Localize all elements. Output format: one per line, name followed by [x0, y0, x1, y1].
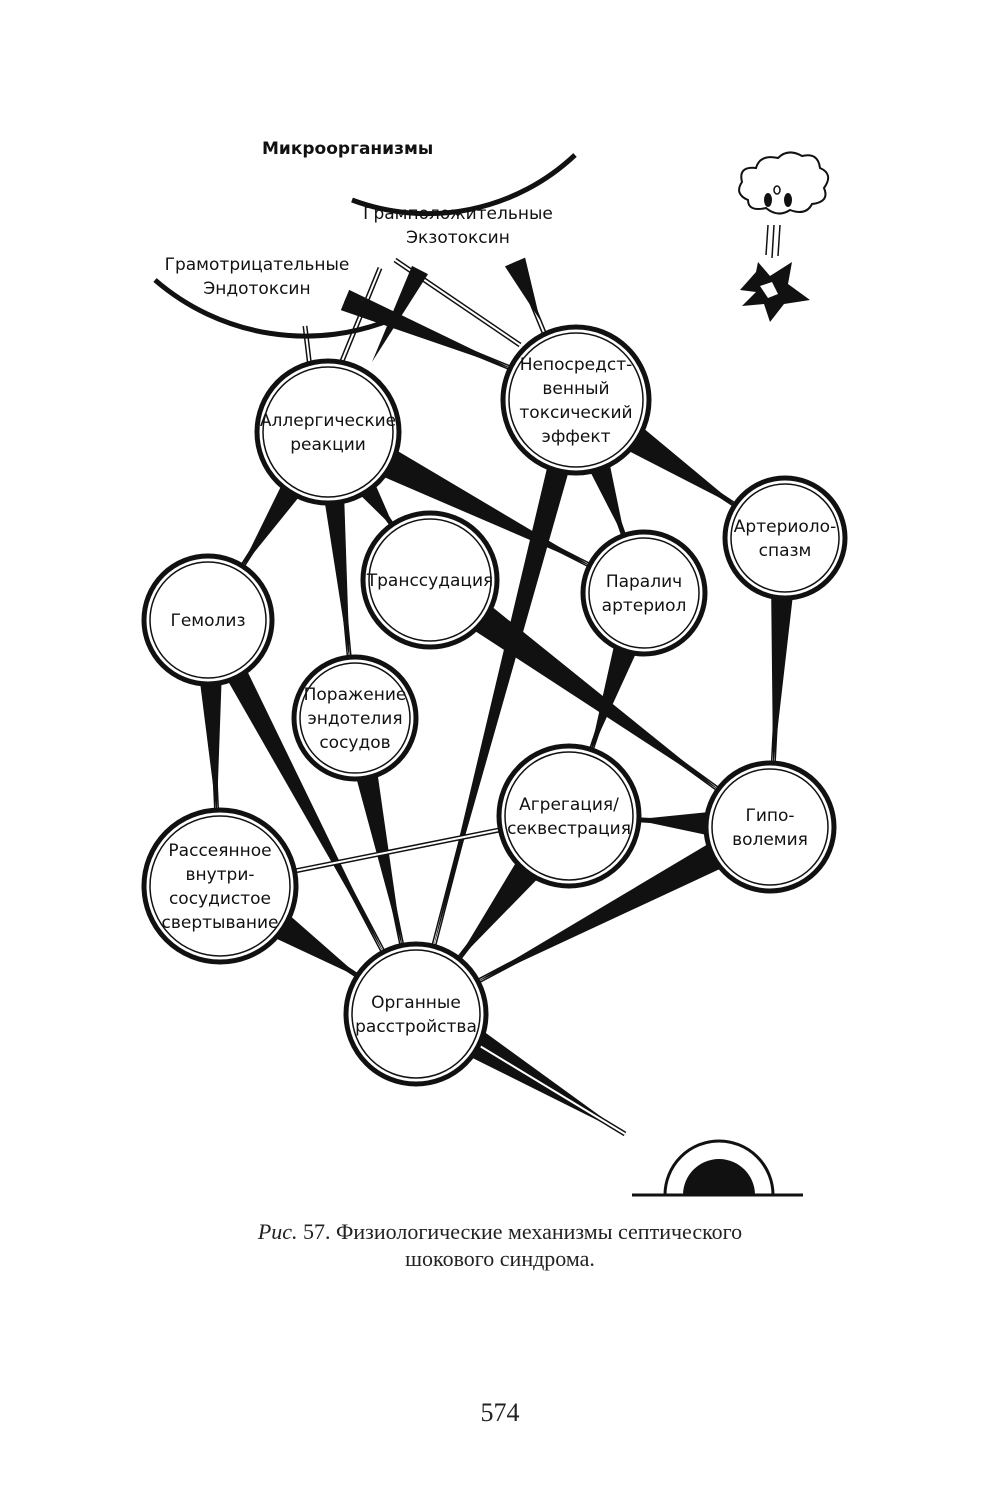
node-transudation-line-1: Транссудация [366, 571, 493, 591]
gram-positive-label: Грамположительные Экзотоксин [363, 204, 553, 248]
node-hemolysis-line-1: Гемолиз [170, 611, 245, 631]
page-number: 574 [0, 1398, 1000, 1428]
caption-line-1: 57. Физиологические механизмы септическо… [298, 1219, 743, 1244]
node-direct-toxic-line-2: венный [542, 379, 609, 399]
node-organ-disorders: Органные расстройства [346, 944, 486, 1084]
gram-negative-label: Грамотрицательные Эндотоксин [165, 255, 350, 299]
gram-positive-line: Грамположительные [363, 204, 553, 224]
node-hemolysis: Гемолиз [144, 556, 272, 684]
node-hypovolemia-line-2: волемия [732, 830, 808, 850]
node-arteriole-paralysis: Паралич артериол [583, 532, 705, 654]
septic-shock-diagram: Аллергические реакции Непосредст-венный ток… [0, 0, 1000, 1200]
node-hypovolemia-line-1: Гипо- [745, 806, 794, 826]
node-organ-disorders-line-2: расстройства [355, 1017, 477, 1037]
link-organ-to-outcome-core [470, 1040, 625, 1134]
exotoxin-line: Экзотоксин [406, 228, 510, 248]
node-hypovolemia: Гипо-волемия [706, 763, 834, 891]
gram-negative-line: Грамотрицательные [165, 255, 350, 275]
node-direct-toxic-line-1: Непосредст- [520, 355, 633, 375]
node-direct-toxic-line-3: токсический [519, 403, 632, 423]
node-dic-line-2: внутри- [185, 865, 254, 885]
node-arteriole-paralysis-line-2: артериол [602, 596, 687, 616]
node-allergic-line-2: реакции [290, 435, 366, 455]
node-dic-line-1: Рассеянное [168, 841, 271, 861]
wedge-gp-direct [505, 258, 540, 320]
caption-prefix: Рис. [258, 1219, 298, 1244]
figure-caption: Рис. 57. Физиологические механизмы септи… [0, 1218, 1000, 1272]
node-arteriole-paralysis-line-1: Паралич [606, 572, 682, 592]
node-dic-line-4: свертывание [162, 913, 279, 933]
node-arteriolospasm: Артериоло-спазм [725, 478, 845, 598]
node-aggregation: Агрегация/секвестрация [499, 746, 639, 886]
explosion-icon [739, 152, 828, 322]
node-dic: Рассеянное внутри-сосудистое свертывание [144, 810, 296, 962]
node-endothelial-damage-line-3: сосудов [319, 733, 390, 753]
node-organ-disorders-line-1: Органные [371, 993, 461, 1013]
node-direct-toxic-line-4: эффект [541, 427, 610, 447]
node-endothelial-damage-line-2: эндотелия [307, 709, 402, 729]
caption-line-2: шокового синдрома. [0, 1245, 1000, 1272]
node-aggregation-line-1: Агрегация/ [519, 795, 619, 815]
link-allergic-to-endothelial_damage-wedge [324, 497, 349, 662]
node-arteriolospasm-line-1: Артериоло- [734, 517, 836, 537]
microorganisms-label: Микроорганизмы [262, 139, 433, 159]
node-arteriolospasm-line-2: спазм [759, 541, 812, 561]
node-allergic-line-1: Аллергические [260, 411, 396, 431]
node-aggregation-line-2: секвестрация [507, 819, 631, 839]
link-endothelial_damage-to-organ_disorders-wedge [356, 771, 403, 951]
endotoxin-line: Эндотоксин [203, 279, 310, 299]
node-direct-toxic: Непосредст-венный токсический эффект [503, 327, 649, 473]
link-direct_toxic-to-arteriolospasm-wedge [625, 426, 739, 508]
node-endothelial-damage: Поражение эндотелия сосудов [294, 657, 416, 779]
node-transudation: Транссудация [363, 513, 497, 647]
node-endothelial-damage-line-1: Поражение [304, 685, 407, 705]
link-hypovolemia-to-aggregation-wedge [634, 812, 712, 836]
link-arteriolospasm-to-hypovolemia-wedge [771, 592, 793, 768]
node-dic-line-3: сосудистое [169, 889, 271, 909]
node-allergic: Аллергические реакции [257, 361, 399, 503]
sunset-icon [632, 1141, 803, 1195]
